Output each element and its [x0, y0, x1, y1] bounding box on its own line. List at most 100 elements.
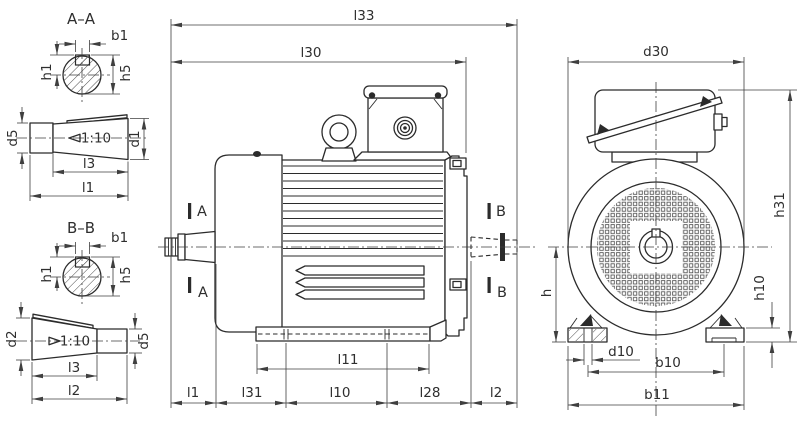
taper-symbol-left	[68, 133, 81, 143]
fan-grille-perforation	[597, 188, 716, 306]
dim-b10: b10	[588, 355, 724, 375]
foot-left-front	[567, 314, 608, 343]
dim-label-l3-rear: l3	[68, 360, 80, 376]
lifting-eye	[321, 114, 357, 162]
section-mark-a-lower-label: A	[198, 285, 208, 301]
dim-label-d1-front: d1	[127, 130, 143, 147]
section-view-aa: A–A b1 h1 h5	[39, 10, 134, 102]
grease-nipple	[253, 151, 261, 157]
section-mark-b-lower	[487, 277, 491, 293]
dim-label-l11: l11	[338, 352, 359, 368]
shaft-detail-front: 1:10 d5 d1 l3 l1	[5, 107, 149, 201]
vent-louvers	[295, 265, 425, 300]
key-section-aa	[74, 54, 91, 66]
dim-label-d30: d30	[643, 44, 669, 60]
terminal-box-front	[586, 89, 728, 163]
centerlines-front	[548, 82, 772, 416]
motor-side-view: A A B B l33 l30	[158, 8, 535, 408]
foot-plate	[255, 319, 447, 342]
dim-l3-front: l3	[52, 154, 129, 201]
dim-l11: l11	[257, 352, 429, 372]
gusset-right	[719, 314, 732, 326]
dim-d30: d30	[568, 44, 744, 65]
dim-label-l1-front: l1	[82, 180, 94, 196]
taper-ratio-label-rear: 1:10	[60, 334, 90, 350]
section-marks: A A B B	[188, 203, 507, 301]
dim-label-d2-rear: d2	[4, 330, 20, 347]
extension-lines-front	[552, 57, 797, 410]
dim-label-l3-front: l3	[83, 156, 95, 172]
dim-b1-bb: b1	[59, 230, 128, 254]
dim-h1-bb: h1	[39, 243, 74, 291]
motor-front-view: d30 h31 h10 h d10 b10 b11	[539, 44, 797, 416]
section-view-bb: B–B b1 h1 h5	[39, 219, 134, 304]
dim-label-b10: b10	[655, 355, 681, 371]
dim-label-b11: b11	[644, 387, 670, 403]
dim-h31: h31	[772, 90, 793, 342]
dim-b11: b11	[568, 387, 744, 408]
dim-h10: h10	[752, 275, 775, 368]
dim-label-l2: l2	[490, 385, 502, 401]
dim-label-d5-rear: d5	[136, 332, 152, 349]
foot-right-front	[705, 314, 745, 343]
lid-hinge-left	[597, 124, 609, 135]
section-bb-title: B–B	[67, 219, 95, 237]
lid-bolt-right	[434, 92, 442, 99]
dim-label-b1-aa: b1	[111, 28, 128, 44]
key-section-bb	[74, 256, 91, 268]
centerlines-aa	[50, 48, 110, 102]
dim-label-d5-front: d5	[5, 129, 21, 146]
dim-label-l28: l28	[420, 385, 441, 401]
dim-h1-aa: h1	[39, 41, 74, 89]
section-aa-title: A–A	[67, 10, 96, 28]
dim-label-l33: l33	[354, 8, 375, 24]
shaft-taper-body	[52, 117, 129, 161]
dim-h5-aa: h5	[84, 54, 134, 95]
section-mark-a-upper	[188, 203, 192, 219]
box-connector	[713, 113, 723, 131]
taper-ratio-label: 1:10	[81, 131, 111, 147]
lid-bolt-left	[368, 92, 376, 99]
dim-d5-rear: d5	[129, 313, 152, 369]
section-mark-b-upper	[487, 203, 491, 219]
taper-symbol-right	[48, 336, 61, 346]
dim-d10: d10	[566, 344, 640, 363]
dim-l1-front: l1	[29, 155, 128, 201]
dim-l30: l30	[171, 45, 466, 65]
dim-label-h5-bb: h5	[118, 266, 134, 283]
box-lid-seam	[586, 96, 723, 144]
end-shield	[214, 154, 283, 333]
dim-label-h5-aa: h5	[118, 64, 134, 81]
lid-hinge-right	[700, 96, 712, 107]
dim-label-l30: l30	[301, 45, 322, 61]
dim-label-l1: l1	[187, 385, 199, 401]
dim-label-h31: h31	[772, 192, 788, 218]
dim-label-b1-bb: b1	[111, 230, 128, 246]
dim-d2-rear: d2	[4, 302, 30, 376]
dim-l2-rear: l2	[31, 355, 128, 404]
dim-bottom-row: l1 l31 l10 l28 l2	[171, 385, 517, 406]
section-mark-a-upper-label: A	[197, 204, 207, 220]
dim-l3-rear: l3	[32, 355, 98, 381]
dim-label-l10: l10	[330, 385, 351, 401]
dim-h5-bb: h5	[84, 256, 134, 297]
dim-b1-aa: b1	[59, 28, 128, 52]
cooling-fins	[283, 165, 443, 257]
dim-label-h1-aa: h1	[39, 63, 55, 80]
dim-label-h10: h10	[752, 275, 768, 301]
section-mark-b-upper-label: B	[496, 204, 506, 220]
dim-label-l2-rear: l2	[68, 383, 80, 399]
shaft-detail-rear: 1:10 d2 d5 l3 l2	[4, 302, 152, 404]
dim-label-h: h	[539, 289, 555, 298]
centerlines-bb	[50, 250, 110, 304]
dim-label-h1-bb: h1	[39, 265, 55, 282]
motor-frame	[279, 159, 446, 336]
dim-d1-front: d1	[127, 118, 149, 160]
section-mark-b-lower-label: B	[497, 285, 507, 301]
dim-label-l31: l31	[242, 385, 263, 401]
gusset-left	[580, 314, 593, 326]
extension-lines-side	[170, 19, 518, 408]
terminal-box-side	[353, 85, 454, 161]
